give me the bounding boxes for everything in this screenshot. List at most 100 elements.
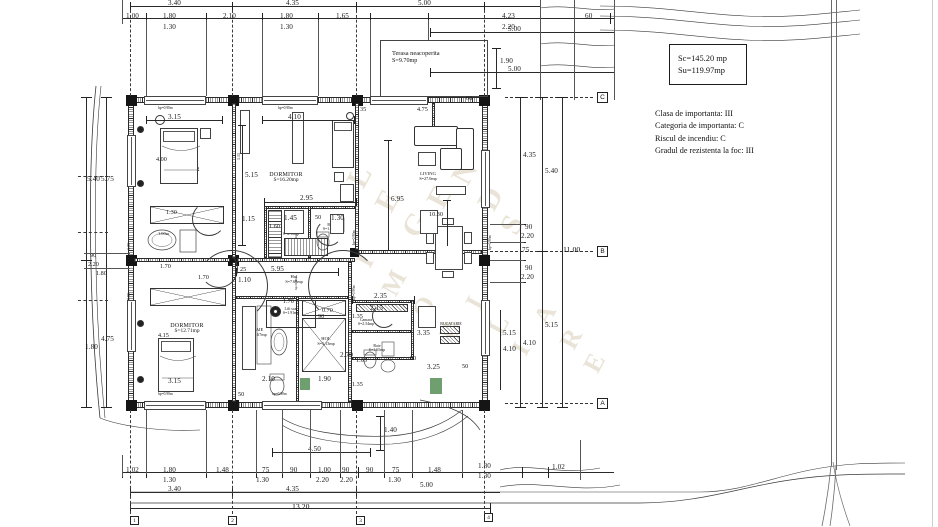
- dim-line-int-595: [236, 272, 338, 273]
- right-margin-line: [932, 0, 933, 527]
- dim-misc-50: 50: [238, 391, 245, 398]
- dim-int-315a: 3.15: [168, 113, 181, 121]
- door-arc-3: [200, 250, 238, 288]
- spec-importance-category: Categoria de importanta: C: [655, 121, 744, 131]
- dim-bot-100-sub: 2.20: [316, 476, 329, 484]
- ext-line-right-3: [490, 260, 524, 261]
- room-area: S=16.20mp: [273, 177, 299, 184]
- furniture-lamp-6: [137, 376, 144, 383]
- window-north-1-glass: [146, 100, 204, 101]
- furniture-chair-2: [426, 252, 434, 264]
- furniture-dining-table: [435, 226, 463, 270]
- furniture-lamp-4: [346, 112, 354, 120]
- window-note-3: hp=0.90m: [158, 392, 173, 396]
- ext-line-top-2: [232, 10, 233, 96]
- dim-int-90-baie: 90: [410, 355, 417, 362]
- column-e-mid: [479, 255, 490, 266]
- dim-misc-475: 4.75: [417, 106, 428, 113]
- grid-marker-b: B: [597, 246, 608, 257]
- dim-int-235: 2.35: [374, 292, 387, 300]
- ext-line-top-7: [262, 20, 263, 96]
- dim-bot-148b: 1.48: [428, 466, 441, 474]
- room-label-camara: Camara S=2.54mp: [349, 318, 383, 326]
- dim-int-595: 5.95: [271, 265, 284, 273]
- dim-bot-450: 4.50: [308, 445, 321, 453]
- dim-int-90-hall: 90: [318, 313, 325, 320]
- dim-interior-415: 4.15: [158, 332, 169, 339]
- dim-tick: [358, 467, 359, 478]
- room-area: S=1.91mp: [282, 311, 300, 316]
- dim-left-220: 2.20: [88, 261, 99, 268]
- dim-top-outer-435: 4.35: [286, 0, 299, 7]
- spec-importance-class: Clasa de importanta: III: [655, 109, 733, 118]
- dim-tick: [492, 88, 501, 89]
- grid-axis-a: [505, 403, 593, 404]
- dim-misc-66: 66: [466, 95, 473, 102]
- door-arc-2: [308, 250, 378, 320]
- room-label-hol-upper: Hol S=7.68mp: [272, 274, 316, 284]
- column-nw: [126, 95, 137, 106]
- dim-int-070: 0.70: [322, 307, 333, 314]
- dim-line-left-inner: [106, 97, 107, 407]
- dim-top-outer-340: 3.40: [168, 0, 181, 7]
- dim-tick: [101, 97, 112, 98]
- dim-misc-25: 25: [240, 266, 247, 273]
- specifications-list: Clasa de importanta: III Categoria de im…: [655, 108, 830, 158]
- ext-line-bot-14: [580, 440, 581, 480]
- ext-line-right-4: [490, 282, 524, 283]
- dim-bot-180a-sub: 1.30: [163, 476, 176, 484]
- dim-right-90a: 90: [525, 223, 533, 231]
- dim-line-int-1030: [447, 200, 448, 246]
- dim-tick: [318, 13, 319, 24]
- window-east-1-glass: [485, 152, 486, 206]
- dim-int-50: 50: [315, 214, 322, 221]
- dim-tick: [262, 13, 263, 24]
- dim-tick: [443, 200, 451, 201]
- dim-top-210: 2.10: [223, 12, 236, 20]
- dim-bot-102b: 1.02: [552, 463, 565, 471]
- dim-top-165: 1.65: [336, 12, 349, 20]
- dim-tick: [238, 245, 246, 246]
- dim-int-165: 1.65: [356, 357, 367, 364]
- room-area: S=1.65mp: [368, 348, 386, 353]
- ext-line-bot-6: [206, 410, 207, 474]
- furniture-nightstand-2: [334, 172, 344, 182]
- dim-tick: [264, 198, 265, 206]
- interior-wall-camara-right: [411, 300, 414, 358]
- dim-tick: [492, 48, 501, 49]
- dim-tick: [222, 116, 223, 124]
- dim-tick: [238, 125, 246, 126]
- ext-line-bot-4: [484, 410, 485, 514]
- furniture-kitchen-cabinet: [420, 210, 438, 234]
- dim-line-int-410a: [262, 120, 354, 121]
- dim-top-423-sub: 2.20: [502, 23, 515, 31]
- room-area: S=6.67mp: [249, 331, 267, 337]
- furniture-kitchen-counter-1: [440, 326, 460, 334]
- bottom-marker-2: 2: [228, 516, 237, 525]
- page-fold-line-2: [836, 0, 837, 470]
- room-name: LIVING: [420, 171, 436, 176]
- ext-line-bot-7: [256, 410, 257, 474]
- dim-int-115: 1.15: [242, 215, 255, 223]
- dim-line-int-515a: [242, 125, 243, 245]
- dim-line-bottom-outer: [130, 492, 500, 493]
- dim-int-170a: 1.70: [160, 263, 171, 270]
- spec-fire-resistance: Gradul de rezistenta la foc: III: [655, 146, 754, 156]
- dim-tick: [515, 97, 526, 98]
- window-west-2-glass: [131, 302, 132, 350]
- dim-bot-75b: 75: [392, 466, 400, 474]
- dim-top-extra-500a: 5.00: [508, 25, 521, 33]
- dim-interior-400: 4.00: [156, 156, 167, 163]
- dim-line-int-695v: [388, 140, 389, 250]
- door-arc-4: [316, 220, 342, 246]
- ext-line-right-1: [490, 224, 524, 225]
- dim-left-575: 5.75: [101, 175, 114, 183]
- dim-tick: [557, 407, 568, 408]
- dim-line-top-extra-1: [430, 32, 614, 33]
- room-area: S=2.54mp: [357, 322, 375, 327]
- window-south-2-glass: [264, 405, 320, 406]
- dim-tick: [376, 416, 385, 417]
- furniture-desk-2: [240, 110, 250, 154]
- furniture-lamp-5: [137, 320, 144, 327]
- page-fold-tail: [821, 461, 851, 527]
